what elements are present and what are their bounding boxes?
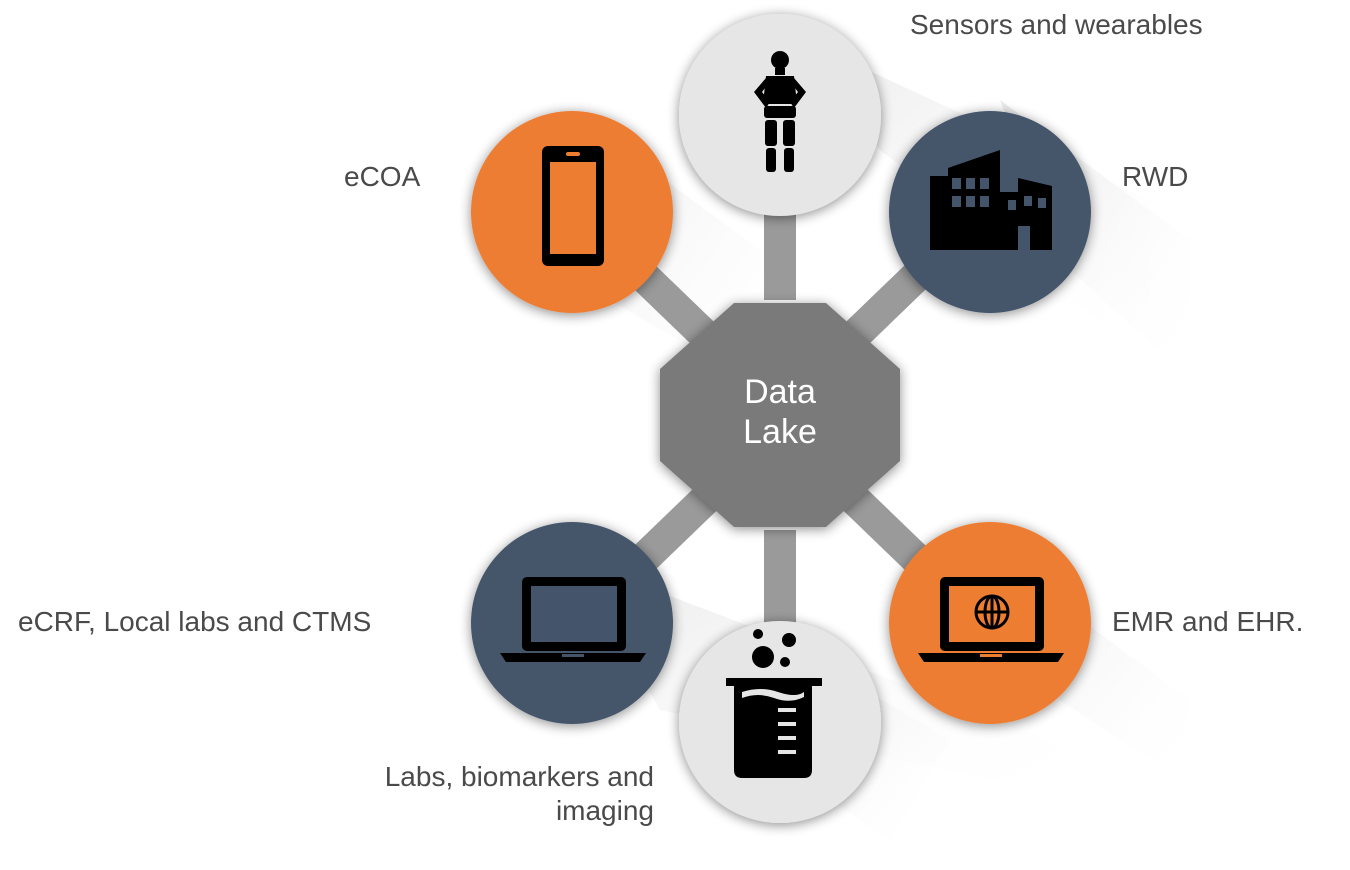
node-sensors xyxy=(679,14,881,216)
mannequin-icon xyxy=(754,51,806,172)
building-icon xyxy=(930,150,1052,250)
data-lake-label: Data Lake xyxy=(660,372,900,452)
label-emr: EMR and EHR. xyxy=(1112,606,1304,637)
label-labs-line1: Labs, biomarkers and xyxy=(384,761,654,792)
node-rwd xyxy=(889,111,1091,313)
data-lake-label-line1: Data xyxy=(744,373,816,411)
label-sensors: Sensors and wearables xyxy=(910,9,1203,40)
beaker-icon xyxy=(726,629,822,778)
laptop-icon xyxy=(500,577,646,662)
node-ecrf xyxy=(471,522,673,724)
node-emr xyxy=(889,522,1091,724)
label-labs: Labs, biomarkers and imaging xyxy=(340,760,654,828)
globe-icon xyxy=(974,594,1010,630)
data-lake-label-line2: Lake xyxy=(743,413,817,451)
label-ecrf: eCRF, Local labs and CTMS xyxy=(18,606,372,637)
node-labs xyxy=(679,621,881,823)
data-lake-octagon xyxy=(660,303,900,527)
label-rwd: RWD xyxy=(1122,161,1189,192)
label-ecoa: eCOA xyxy=(344,161,421,192)
node-ecoa xyxy=(471,111,673,313)
smartphone-icon xyxy=(542,146,604,266)
label-labs-line2: imaging xyxy=(555,795,654,826)
laptop-globe-icon xyxy=(918,577,1064,662)
